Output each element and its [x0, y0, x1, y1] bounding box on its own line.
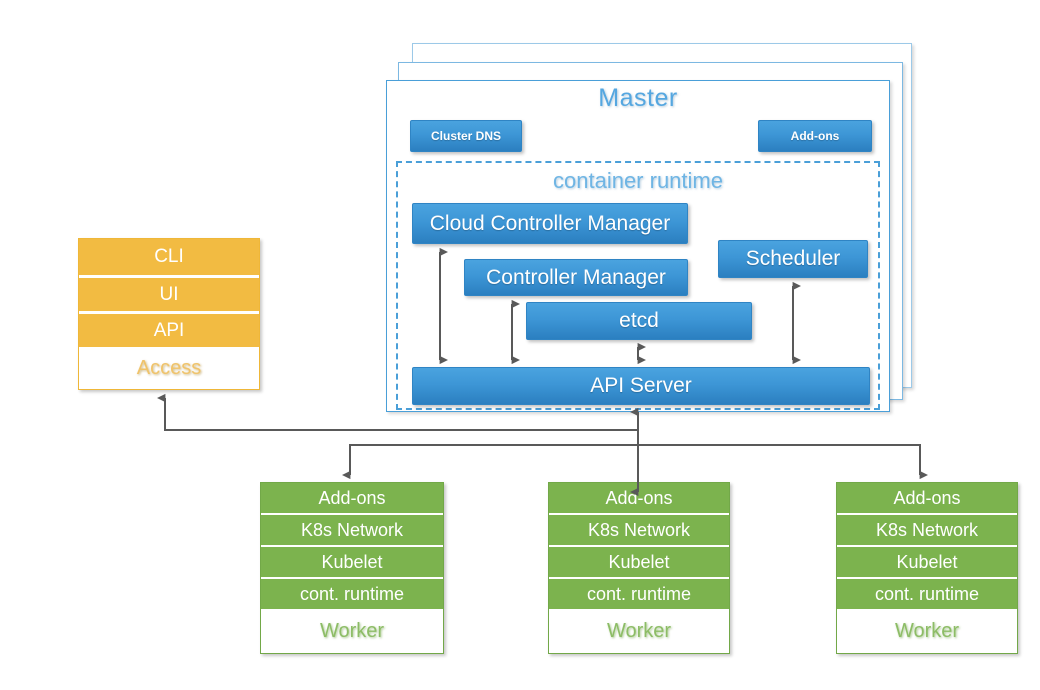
- worker-node-1: Add-ons K8s Network Kubelet cont. runtim…: [260, 482, 444, 654]
- worker-3-row-cont-runtime[interactable]: cont. runtime: [837, 579, 1017, 609]
- worker-3-footer-label: Worker: [837, 609, 1017, 653]
- access-row-ui[interactable]: UI: [79, 278, 259, 311]
- master-title: Master: [598, 84, 678, 112]
- worker-2-row-addons[interactable]: Add-ons: [549, 483, 729, 513]
- controller-manager-box[interactable]: Controller Manager: [464, 259, 688, 296]
- worker-3-row-kubelet[interactable]: Kubelet: [837, 547, 1017, 577]
- master-addons-box[interactable]: Add-ons: [758, 120, 872, 152]
- worker-2-footer-label: Worker: [549, 609, 729, 653]
- cluster-dns-box[interactable]: Cluster DNS: [410, 120, 522, 152]
- worker-2-row-kubelet[interactable]: Kubelet: [549, 547, 729, 577]
- worker-node-3: Add-ons K8s Network Kubelet cont. runtim…: [836, 482, 1018, 654]
- cloud-controller-manager-box[interactable]: Cloud Controller Manager: [412, 203, 688, 244]
- worker-1-row-k8s-network[interactable]: K8s Network: [261, 515, 443, 545]
- scheduler-box[interactable]: Scheduler: [718, 240, 868, 278]
- container-runtime-title: container runtime: [553, 168, 723, 193]
- worker-2-row-k8s-network[interactable]: K8s Network: [549, 515, 729, 545]
- wire-worker-bus: [342, 444, 928, 480]
- worker-3-row-addons[interactable]: Add-ons: [837, 483, 1017, 513]
- worker-1-footer-label: Worker: [261, 609, 443, 653]
- worker-1-row-kubelet[interactable]: Kubelet: [261, 547, 443, 577]
- worker-node-2: Add-ons K8s Network Kubelet cont. runtim…: [548, 482, 730, 654]
- worker-3-row-k8s-network[interactable]: K8s Network: [837, 515, 1017, 545]
- worker-1-row-cont-runtime[interactable]: cont. runtime: [261, 579, 443, 609]
- access-footer-label: Access: [79, 347, 259, 389]
- access-stack: CLI UI API Access: [78, 238, 260, 390]
- access-row-cli[interactable]: CLI: [79, 239, 259, 275]
- worker-2-row-cont-runtime[interactable]: cont. runtime: [549, 579, 729, 609]
- etcd-box[interactable]: etcd: [526, 302, 752, 340]
- access-row-api[interactable]: API: [79, 314, 259, 347]
- api-server-box[interactable]: API Server: [412, 367, 870, 405]
- worker-1-row-addons[interactable]: Add-ons: [261, 483, 443, 513]
